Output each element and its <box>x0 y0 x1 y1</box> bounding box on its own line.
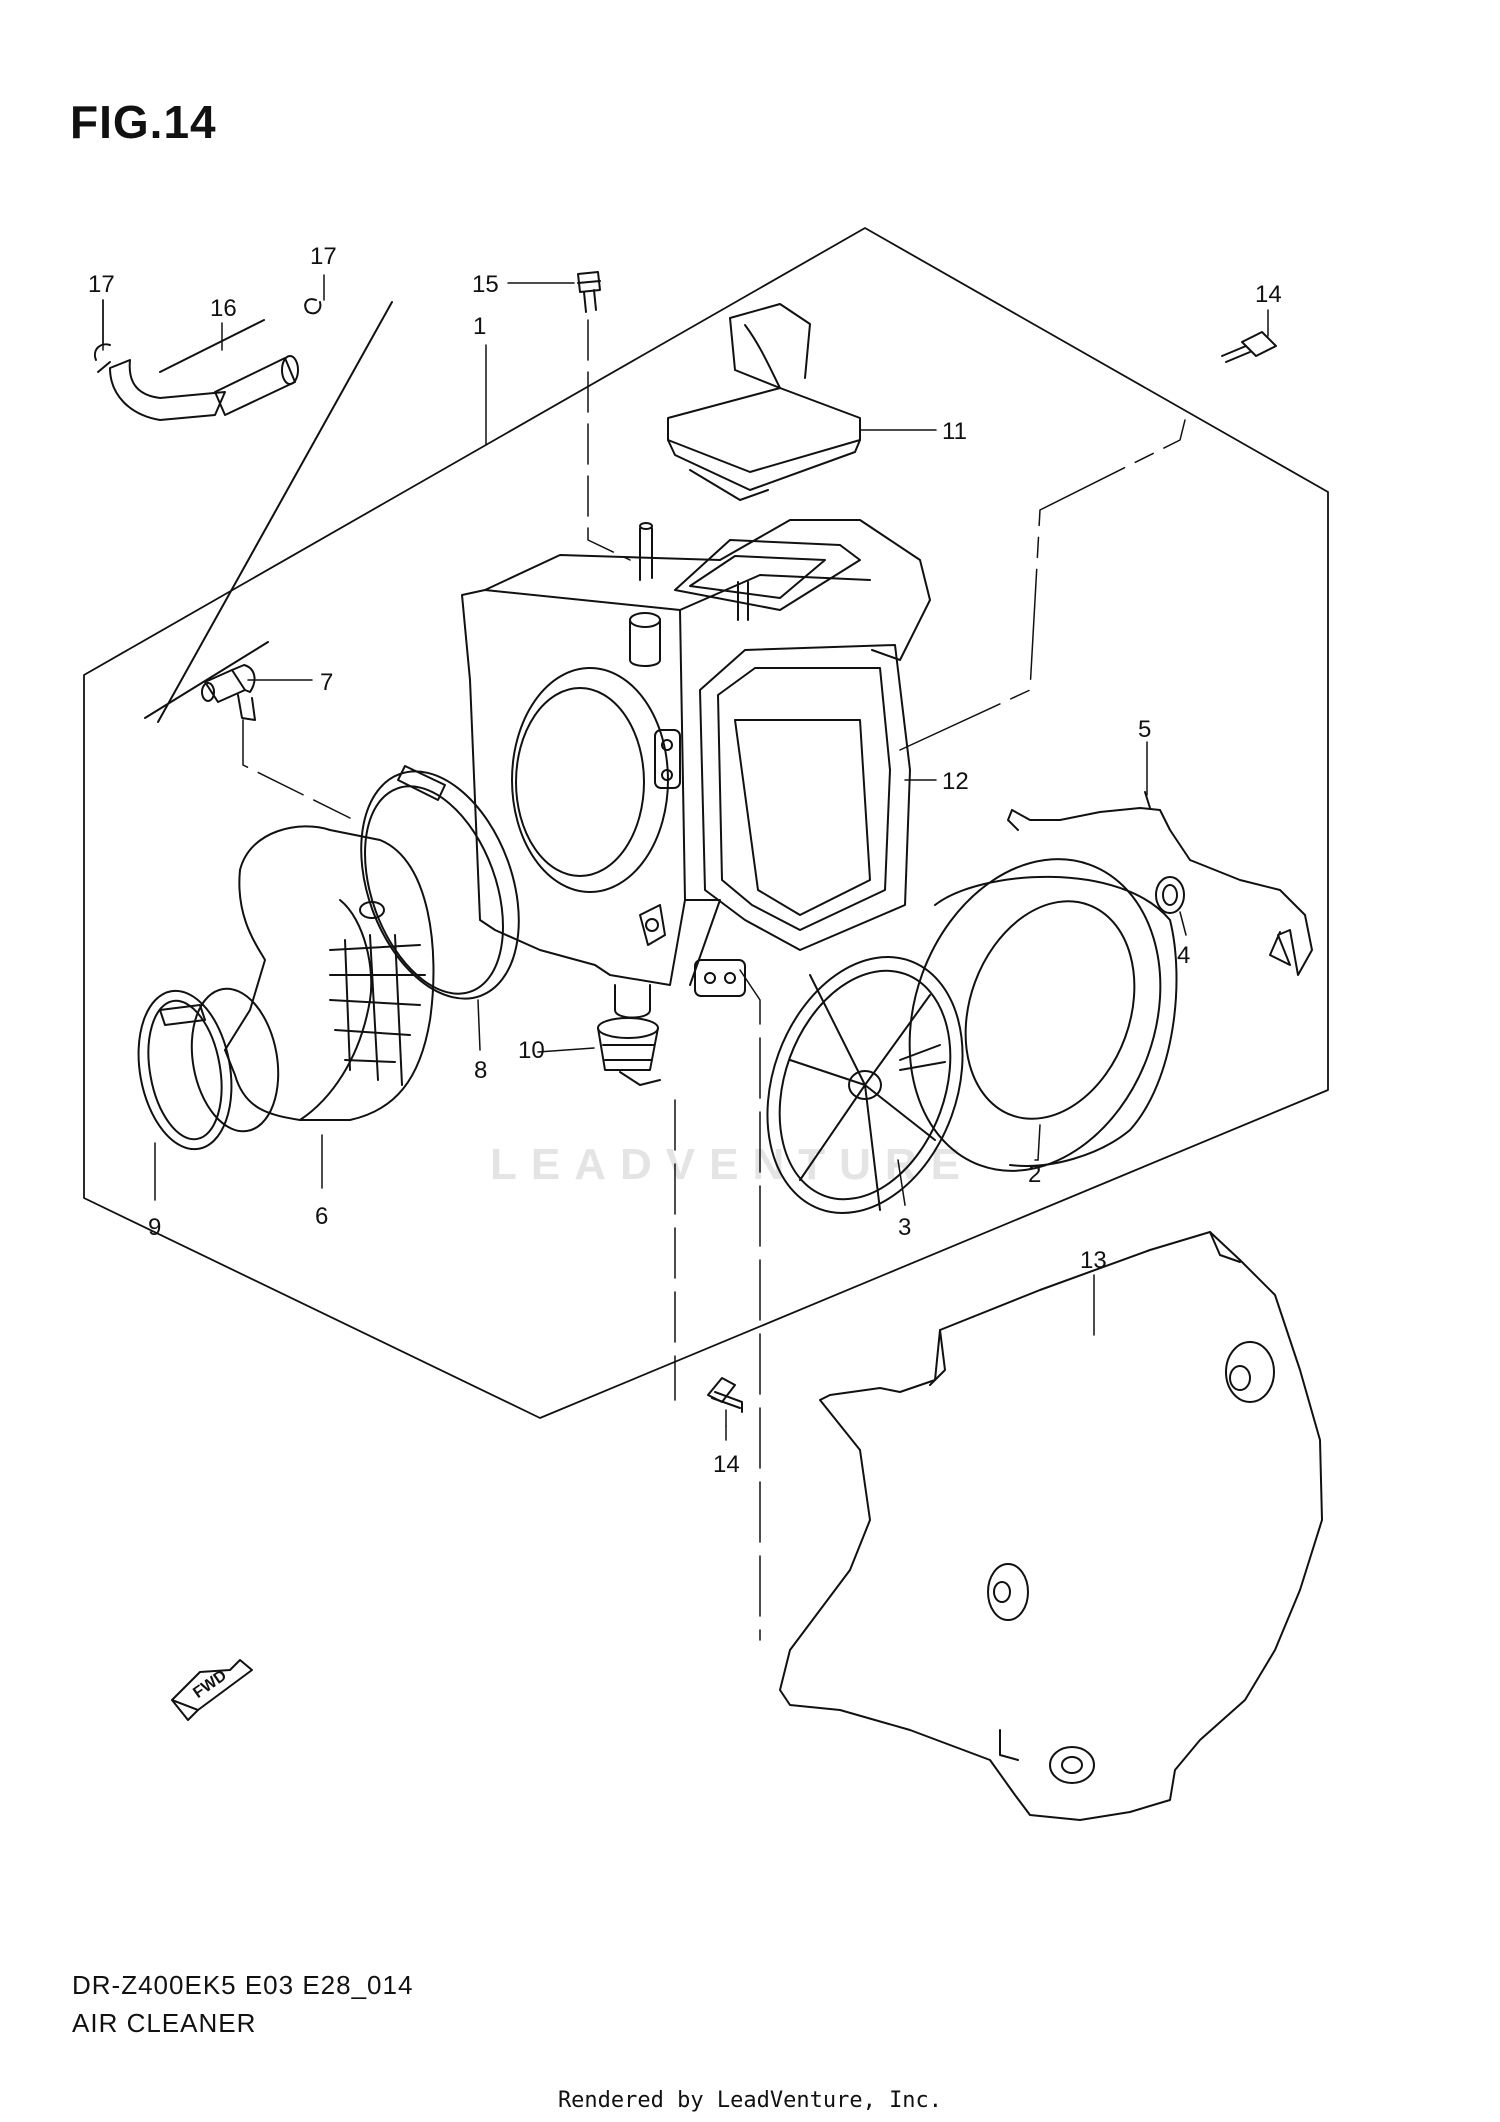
assembly-outline <box>83 227 1329 1419</box>
intake-tube-6 <box>224 825 435 1121</box>
elbow-fitting-7 <box>201 664 256 721</box>
drain-cap-10 <box>597 1017 661 1086</box>
clamp-8 <box>360 765 520 1000</box>
hose-clamp-9 <box>137 987 280 1151</box>
callout-8: 8 <box>474 1057 487 1084</box>
side-cover-13 <box>779 1231 1323 1821</box>
cap-11 <box>667 303 861 501</box>
callout-6: 6 <box>315 1203 328 1230</box>
gasket-12-dash <box>899 419 1186 751</box>
fwd-arrow: FWD <box>171 1659 253 1721</box>
drain-cap-10-leader <box>537 1047 595 1053</box>
callout-14-bottom: 14 <box>713 1451 740 1478</box>
breather-hose-16 <box>94 298 322 421</box>
callout-1: 1 <box>473 313 486 340</box>
right-dash-line <box>739 969 761 1641</box>
callout-11: 11 <box>942 418 967 445</box>
callout-17-right: 17 <box>310 243 337 270</box>
callout-10: 10 <box>518 1037 545 1064</box>
callout-2: 2 <box>1028 1161 1041 1188</box>
callout-17-left: 17 <box>88 271 115 298</box>
misc-leaders <box>102 299 1041 1441</box>
callout-16: 16 <box>210 295 237 322</box>
section-name: AIR CLEANER <box>72 2008 257 2038</box>
bolt-14-top <box>1221 331 1277 363</box>
callout-12: 12 <box>942 768 969 795</box>
grommet-4 <box>1155 876 1185 914</box>
model-code: DR-Z400EK5 E03 E28_014 <box>72 1970 414 2000</box>
callout-13: 13 <box>1080 1247 1107 1274</box>
air-box-body-1 <box>461 519 931 1019</box>
elbow-7-dash <box>242 719 351 819</box>
callout-14-top: 14 <box>1255 281 1282 308</box>
callout-3: 3 <box>898 1214 911 1241</box>
callout-5: 5 <box>1138 716 1151 743</box>
element-frame-3 <box>766 956 964 1214</box>
callout-15: 15 <box>472 271 499 298</box>
bolt-15 <box>577 271 601 313</box>
callout-7: 7 <box>320 669 333 696</box>
bolt-14-bottom <box>707 1377 743 1413</box>
grommet-4-leader <box>1179 911 1187 936</box>
figure-title: FIG.14 <box>70 96 217 148</box>
wire-retainer-5 <box>1007 791 1313 976</box>
clamp-8-leader <box>477 999 481 1051</box>
watermark: LEADVENTURE <box>490 1140 975 1189</box>
callout-9: 9 <box>148 1214 161 1241</box>
bolt-15-dash <box>587 319 631 561</box>
rendered-by-credit: Rendered by LeadVenture, Inc. <box>557 2088 943 2113</box>
filter-element-2 <box>908 858 1178 1172</box>
hose-outline-lines <box>144 301 393 723</box>
callout-4: 4 <box>1177 942 1190 969</box>
